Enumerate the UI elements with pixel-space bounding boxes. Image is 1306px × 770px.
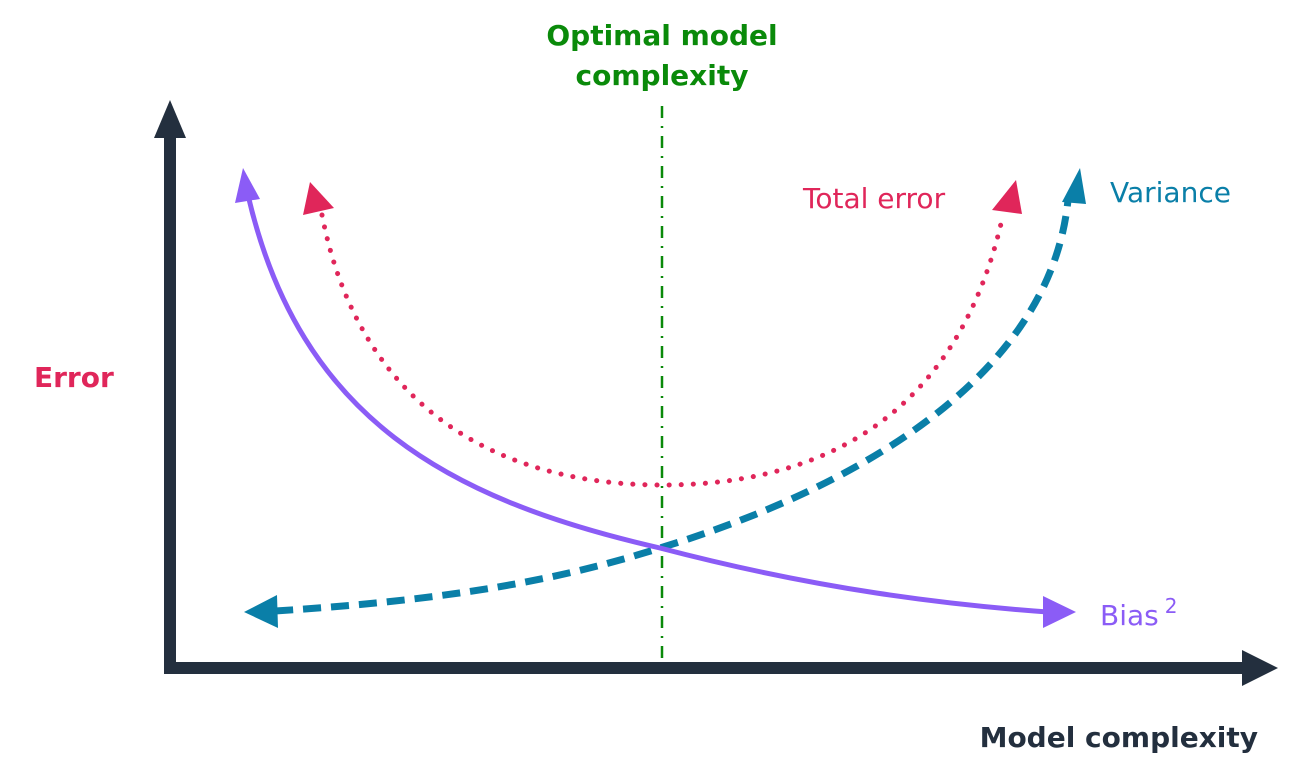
total-error-right-arrowhead (992, 180, 1022, 214)
y-axis-label: Error (34, 361, 114, 394)
x-axis-label: Model complexity (980, 721, 1258, 754)
bias-right-arrowhead (1043, 596, 1076, 628)
variance-right-arrowhead (1062, 168, 1086, 204)
total-error-curve (319, 212, 1006, 488)
x-axis-arrowhead (1242, 650, 1278, 686)
total-error-left-arrowhead (303, 182, 334, 215)
variance-label: Variance (1110, 176, 1231, 209)
bias-top-arrowhead (235, 168, 260, 203)
bias-curve (245, 194, 1049, 615)
optimal-label-line1: Optimal model (546, 19, 777, 52)
total-error-label: Total error (802, 182, 946, 215)
bias-superscript: 2 (1165, 594, 1178, 618)
optimal-label-line2: complexity (576, 59, 749, 92)
variance-left-arrowhead (244, 595, 278, 628)
y-axis-arrowhead (154, 100, 186, 138)
bias-label-text: Bias (1100, 599, 1159, 632)
variance-curve (274, 199, 1072, 615)
